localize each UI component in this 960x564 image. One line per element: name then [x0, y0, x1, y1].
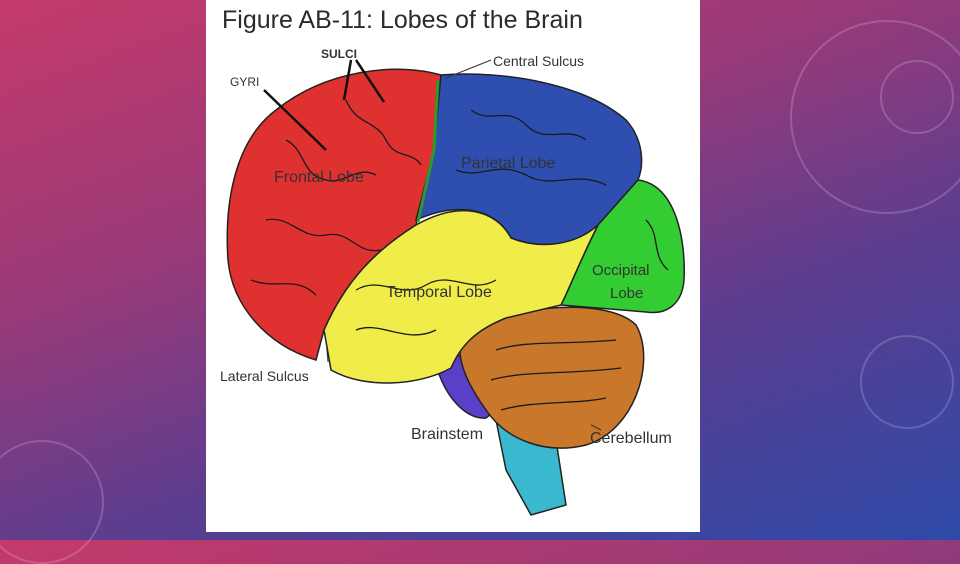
gyri-annotation: GYRI	[230, 75, 259, 89]
background-ring-bottom	[860, 335, 954, 429]
annotation-pointers	[263, 59, 386, 151]
cerebellum-region	[459, 306, 645, 449]
frontal-lobe-label: Frontal Lobe	[274, 169, 364, 186]
background-ring-left	[0, 440, 104, 564]
sulci-annotation: SULCI	[321, 47, 357, 61]
temporal-lobe-region	[323, 210, 599, 384]
brain-figure: Figure AB-11: Lobes of the Brain	[206, 0, 700, 532]
brain-diagram: GYRI SULCI Central Sulcus Frontal Lobe P…	[220, 47, 685, 516]
lateral-sulcus-label: Lateral Sulcus	[220, 368, 309, 384]
background-ring-small	[880, 60, 954, 134]
central-sulcus-line	[416, 79, 440, 223]
occipital-lobe-label-line1: Occipital	[592, 262, 650, 279]
background-ring-large	[790, 20, 960, 214]
cerebellum-label: Cerebellum	[590, 430, 672, 447]
temporal-lobe-label: Temporal Lobe	[386, 284, 492, 301]
sulci-lines	[250, 99, 669, 411]
parietal-lobe-label: Parietal Lobe	[461, 155, 555, 172]
figure-title: Figure AB-11: Lobes of the Brain	[222, 6, 583, 34]
label-leaders	[325, 59, 602, 431]
occipital-lobe-label-line2: Lobe	[610, 285, 643, 302]
brainstem-label: Brainstem	[411, 426, 483, 443]
central-sulcus-label: Central Sulcus	[493, 53, 584, 69]
